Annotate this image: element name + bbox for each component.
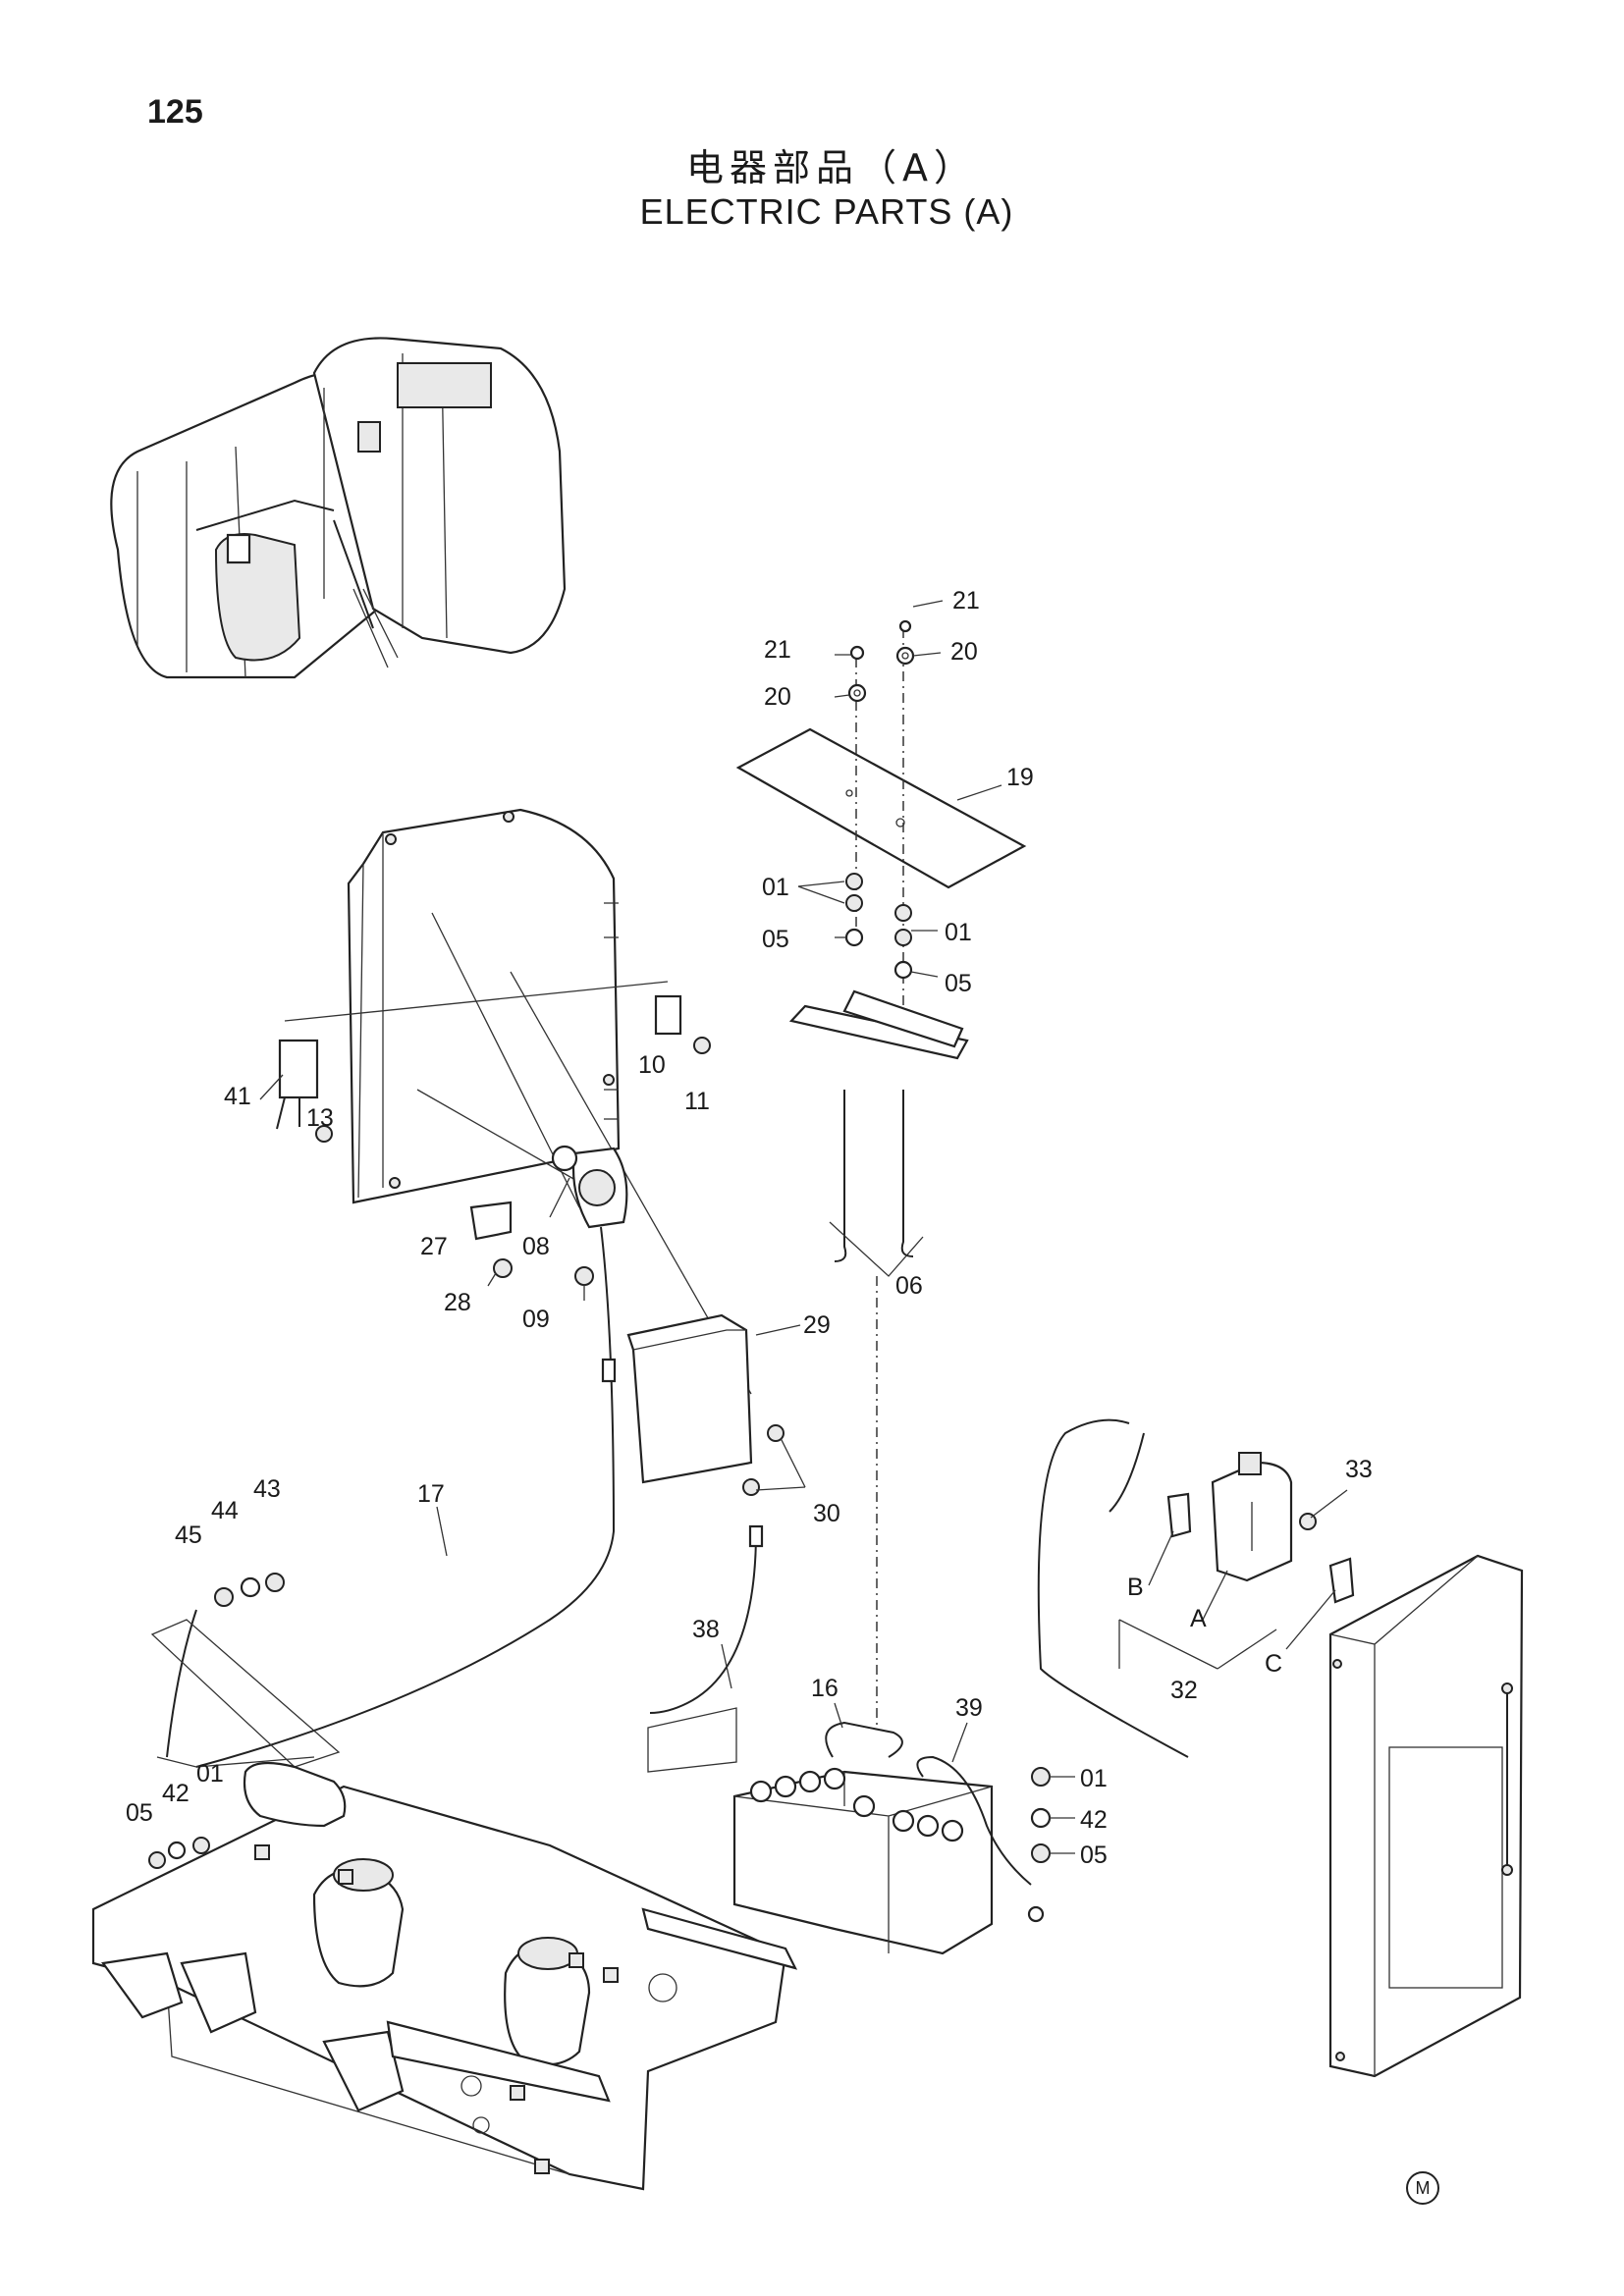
- callout-05: 05: [126, 1799, 153, 1827]
- callout-19: 19: [1006, 764, 1034, 791]
- callout-27: 27: [420, 1233, 448, 1260]
- batteries-and-cables: [647, 1524, 1052, 1955]
- upper-frame: [91, 1761, 798, 2191]
- callout-05: 05: [762, 926, 789, 953]
- callout-01: 01: [196, 1760, 224, 1788]
- callout-C: C: [1265, 1650, 1282, 1678]
- fuse-box: [626, 1313, 785, 1496]
- callout-28: 28: [444, 1289, 471, 1316]
- callout-17: 17: [417, 1480, 445, 1508]
- callout-01: 01: [945, 919, 972, 946]
- callout-05: 05: [1080, 1842, 1108, 1869]
- leader-lines: [259, 600, 1348, 1854]
- title-chinese: 电器部品（A）: [686, 146, 977, 189]
- callout-33: 33: [1345, 1456, 1373, 1483]
- page-number: 125: [147, 93, 203, 131]
- callout-43: 43: [253, 1475, 281, 1503]
- callout-09: 09: [522, 1306, 550, 1333]
- callout-20: 20: [950, 638, 978, 666]
- callout-10: 10: [638, 1051, 666, 1079]
- callout-21: 21: [952, 587, 980, 614]
- callout-16: 16: [811, 1675, 839, 1702]
- callout-B: B: [1127, 1574, 1144, 1601]
- callout-11: 11: [684, 1088, 710, 1115]
- cab-overview-illustration: [110, 337, 567, 679]
- callout-01: 01: [762, 874, 789, 901]
- battery-relay: [195, 1145, 628, 1768]
- mounting-panel: [284, 808, 752, 1395]
- ground-cable-assembly: [150, 1573, 341, 1768]
- callout-44: 44: [211, 1497, 239, 1524]
- callout-A: A: [1190, 1605, 1207, 1632]
- callout-30: 30: [813, 1500, 840, 1527]
- trademark-symbol: M: [1406, 2171, 1439, 2205]
- side-cover-panel: [1328, 1554, 1524, 2078]
- washer-tank-assembly: [1037, 1418, 1355, 1758]
- callout-39: 39: [955, 1694, 983, 1722]
- callout-05: 05: [945, 970, 972, 997]
- callout-21: 21: [764, 636, 791, 664]
- callout-38: 38: [692, 1616, 720, 1643]
- title-english: ELECTRIC PARTS (A): [639, 191, 1014, 232]
- callout-45: 45: [175, 1522, 202, 1549]
- callout-20: 20: [764, 683, 791, 711]
- callout-06: 06: [895, 1272, 923, 1300]
- callout-42: 42: [162, 1780, 189, 1807]
- callout-42: 42: [1080, 1806, 1108, 1834]
- callout-01: 01: [1080, 1765, 1108, 1792]
- relay-and-switch-parts: [276, 994, 711, 1143]
- callout-08: 08: [522, 1233, 550, 1260]
- callout-41: 41: [224, 1083, 251, 1110]
- battery-cover-plate-assembly: [735, 619, 1027, 1728]
- callout-labels: 21 21 20 20 19 01 01 05 05 10 11 41 13 2…: [126, 587, 1373, 1869]
- callout-32: 32: [1170, 1677, 1198, 1704]
- callout-13: 13: [306, 1104, 334, 1132]
- callout-29: 29: [803, 1311, 831, 1339]
